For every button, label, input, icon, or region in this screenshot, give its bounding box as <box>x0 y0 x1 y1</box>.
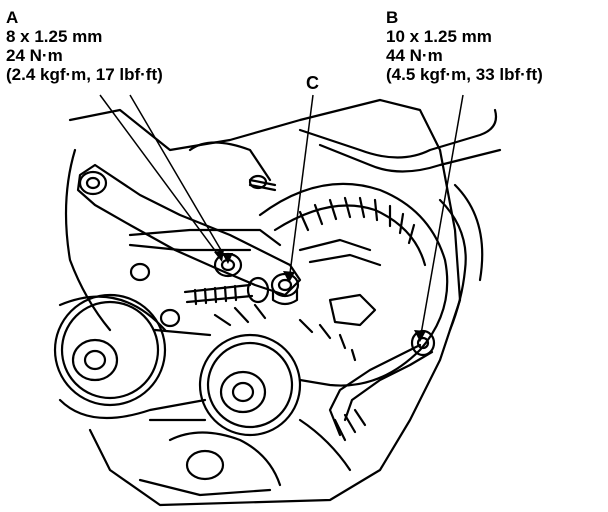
callout-a-size: 8 x 1.25 mm <box>6 27 103 46</box>
leader-line-c <box>288 94 314 282</box>
callout-a-letter: A <box>6 8 19 27</box>
left-pulley-hub <box>71 338 119 382</box>
callout-a: A 8 x 1.25 mm 24 N·m (2.4 kgf·m, 17 lbf·… <box>6 8 163 84</box>
callout-b: B 10 x 1.25 mm 44 N·m (4.5 kgf·m, 33 lbf… <box>386 8 543 84</box>
bracket-bolt-head <box>78 170 108 196</box>
callout-b-torque-alt: (4.5 kgf·m, 33 lbf·ft) <box>386 65 543 84</box>
leader-line-a2 <box>129 94 229 263</box>
callout-c-letter: C <box>306 73 319 93</box>
callout-b-torque-nm: 44 N·m <box>386 46 443 65</box>
drive-belt <box>58 328 212 420</box>
through-bolt-b <box>328 343 434 437</box>
upper-hose <box>298 108 498 159</box>
alternator-body <box>258 182 449 387</box>
alternator-pulley-hub <box>219 370 267 414</box>
alternator-pulley-outer <box>198 333 302 437</box>
callout-b-letter: B <box>386 8 399 27</box>
left-pulley-outer <box>53 293 167 407</box>
adjusting-bracket <box>76 163 302 297</box>
callout-b-size: 10 x 1.25 mm <box>386 27 492 46</box>
callout-a-torque-nm: 24 N·m <box>6 46 63 65</box>
callout-a-torque-alt: (2.4 kgf·m, 17 lbf·ft) <box>6 65 163 84</box>
leader-line-b <box>419 94 464 341</box>
leader-line-a1 <box>99 94 223 261</box>
